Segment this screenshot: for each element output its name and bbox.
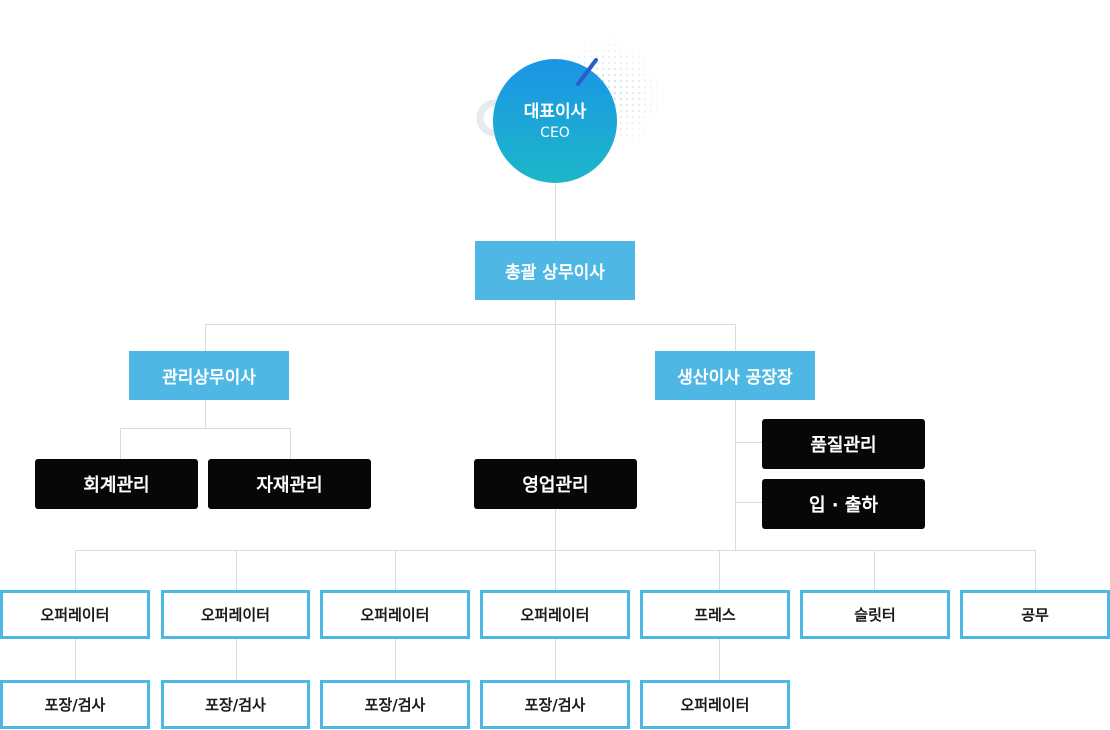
row1-node: 공무 [960, 590, 1110, 639]
row2-node: 포장/검사 [161, 680, 310, 729]
general-director-node: 총괄 상무이사 [475, 241, 635, 300]
materials-node: 자재관리 [208, 459, 371, 509]
slash-decoration [576, 58, 598, 86]
ceo-node: 대표이사 CEO [493, 59, 617, 183]
quality-node: 품질관리 [762, 419, 925, 469]
row1-node: 오퍼레이터 [480, 590, 630, 639]
row2-node: 포장/검사 [0, 680, 150, 729]
row1-node: 오퍼레이터 [0, 590, 150, 639]
row1-node: 프레스 [640, 590, 790, 639]
sales-node: 영업관리 [474, 459, 637, 509]
shipping-node: 입 · 출하 [762, 479, 925, 529]
connector-paths [75, 183, 1036, 680]
row2-node: 포장/검사 [480, 680, 630, 729]
row1-node: 오퍼레이터 [320, 590, 470, 639]
production-director-node: 생산이사 공장장 [655, 351, 815, 400]
row2-node: 오퍼레이터 [640, 680, 790, 729]
ceo-subtitle: CEO [540, 124, 570, 141]
row1-node: 오퍼레이터 [161, 590, 310, 639]
row1-node: 슬릿터 [800, 590, 950, 639]
management-director-node: 관리상무이사 [129, 351, 289, 400]
ceo-title: 대표이사 [523, 101, 587, 122]
row2-node: 포장/검사 [320, 680, 470, 729]
accounting-node: 회계관리 [35, 459, 198, 509]
